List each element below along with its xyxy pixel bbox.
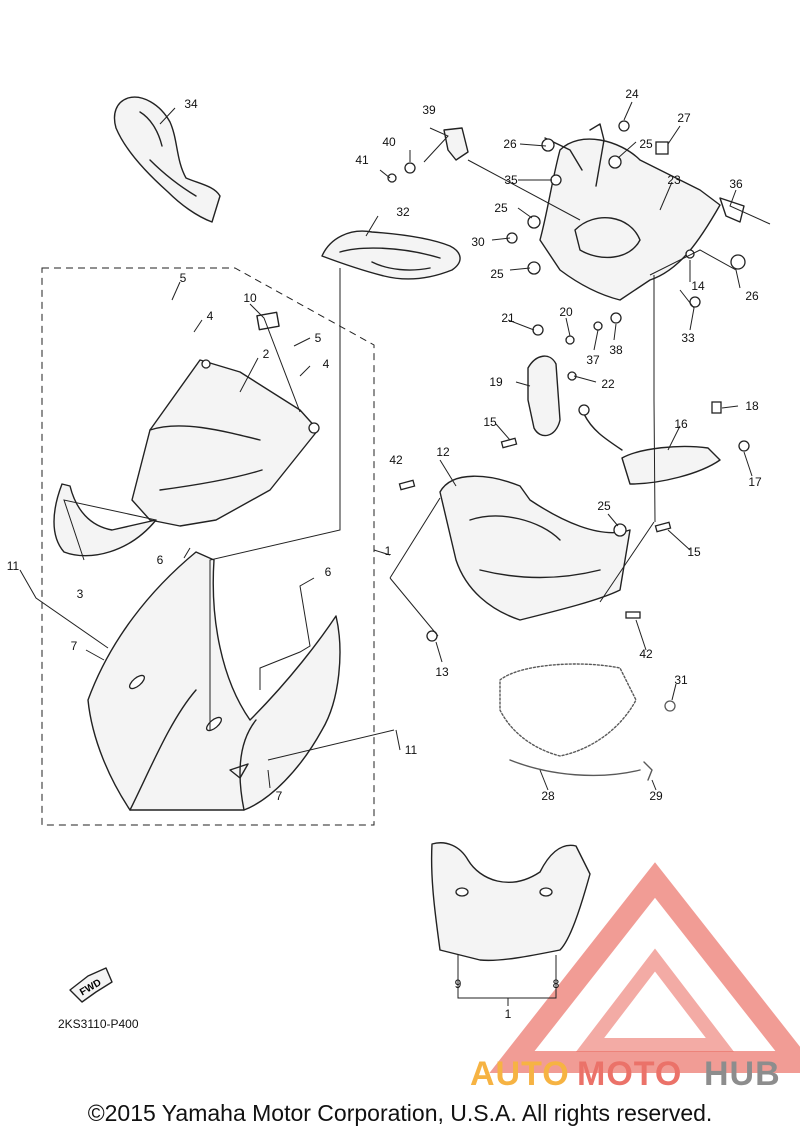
callout-30: 30 [471, 235, 485, 249]
callout-24: 24 [625, 87, 639, 101]
callout-28: 28 [541, 789, 555, 803]
callout-2: 2 [263, 347, 270, 361]
callout-numbers: 34 32 5 4 10 2 5 4 3 6 6 11 7 11 7 1 42 … [7, 87, 762, 1021]
part-32-air-duct [321, 230, 461, 280]
part-39-bracket [443, 127, 469, 161]
part-12-front-bracket [398, 437, 672, 642]
callout-36: 36 [729, 177, 743, 191]
callout-26a: 26 [503, 137, 517, 151]
callout-32: 32 [396, 205, 410, 219]
callout-37: 37 [586, 353, 600, 367]
callout-40: 40 [382, 135, 396, 149]
callout-6b: 6 [325, 565, 332, 579]
watermark-logo: AUTO MOTO HUB [470, 862, 800, 1093]
callout-15b: 15 [687, 545, 701, 559]
callout-21: 21 [501, 311, 515, 325]
cowling-assembly-boundary [41, 267, 375, 826]
callout-29: 29 [649, 789, 663, 803]
callout-20: 20 [559, 305, 573, 319]
lower-cowl-8-9 [430, 842, 591, 962]
part-2-windshield [131, 359, 320, 527]
callout-26b: 26 [745, 289, 759, 303]
watermark-inner-triangle [575, 948, 735, 1052]
callout-18: 18 [745, 399, 759, 413]
part-3-inner-panel [53, 483, 157, 557]
callout-42b: 42 [639, 647, 653, 661]
front-cowling-main [87, 551, 341, 811]
callout-7a: 7 [71, 639, 78, 653]
callout-4b: 4 [323, 357, 330, 371]
callout-25d: 25 [597, 499, 611, 513]
callout-39: 39 [422, 103, 436, 117]
part-16-wire-harness [578, 401, 750, 485]
callout-5b: 5 [315, 331, 322, 345]
callout-34: 34 [184, 97, 198, 111]
callout-7b: 7 [276, 789, 283, 803]
fwd-arrow: FWD [69, 967, 113, 1003]
part-34-rear-view-mirror [113, 96, 221, 223]
callout-11a: 11 [7, 559, 20, 573]
callout-31: 31 [674, 673, 688, 687]
callout-35: 35 [504, 173, 518, 187]
callout-4a: 4 [207, 309, 214, 323]
callout-27: 27 [677, 111, 691, 125]
callout-19: 19 [489, 375, 503, 389]
part-23-headlight-stay [539, 123, 721, 301]
callout-12: 12 [436, 445, 450, 459]
callout-16: 16 [674, 417, 688, 431]
small-hardware-top [387, 120, 746, 331]
leader-lines [19, 101, 771, 1006]
callout-13: 13 [435, 665, 449, 679]
watermark-triangle [489, 862, 800, 1073]
watermark-moto: MOTO [577, 1055, 682, 1093]
callout-9: 9 [455, 977, 462, 991]
part-10-label [256, 311, 280, 331]
callout-23: 23 [667, 173, 681, 187]
callout-5a: 5 [180, 271, 187, 285]
callout-17: 17 [748, 475, 762, 489]
callout-1a: 1 [385, 544, 392, 558]
callout-42a: 42 [389, 453, 403, 467]
part-19-bracket [527, 324, 577, 437]
callout-8: 8 [553, 977, 560, 991]
callout-33: 33 [681, 331, 695, 345]
callout-38: 38 [609, 343, 623, 357]
copyright-notice: ©2015 Yamaha Motor Corporation, U.S.A. A… [87, 1100, 713, 1126]
callout-25a: 25 [494, 201, 508, 215]
callout-6a: 6 [157, 553, 164, 567]
callout-11b: 11 [405, 743, 418, 757]
callout-41: 41 [355, 153, 369, 167]
callout-25c: 25 [639, 137, 653, 151]
watermark-auto: AUTO [470, 1055, 570, 1093]
part-28-headlight-assembly [499, 663, 676, 781]
callout-14: 14 [691, 279, 705, 293]
callout-22: 22 [601, 377, 615, 391]
part-code: 2KS3110-P400 [58, 1017, 139, 1031]
callout-3: 3 [77, 587, 84, 601]
watermark-hub: HUB [704, 1055, 781, 1093]
callout-25b: 25 [490, 267, 504, 281]
callout-15a: 15 [483, 415, 497, 429]
callout-10: 10 [243, 291, 257, 305]
callout-1b: 1 [505, 1007, 512, 1021]
